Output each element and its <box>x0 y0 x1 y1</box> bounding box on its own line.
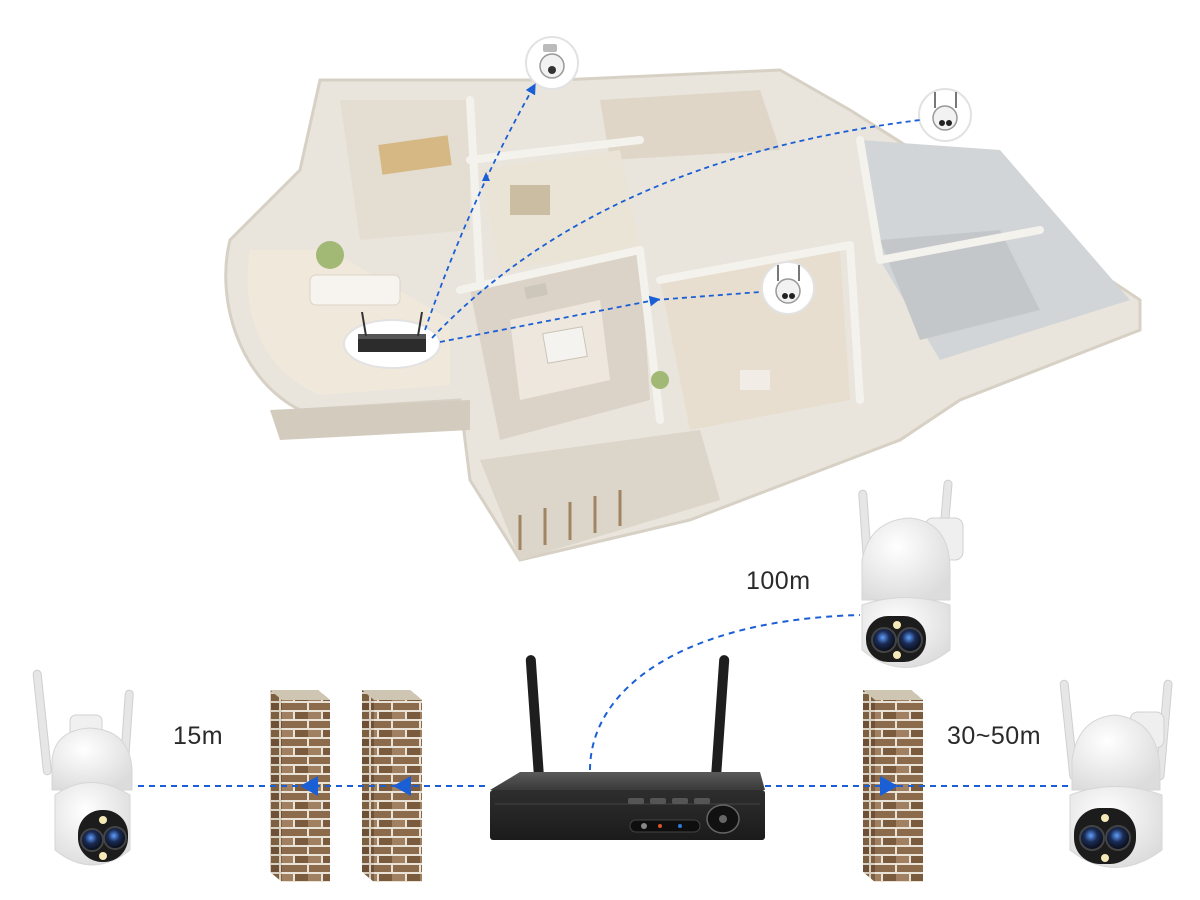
brick-wall-1 <box>270 690 330 882</box>
nvr-recorder-icon <box>490 655 765 840</box>
ptz-camera-top <box>858 479 964 668</box>
ptz-camera-right <box>1059 679 1173 868</box>
floor-camera-icon-2 <box>918 88 972 142</box>
floor-camera-icon-1 <box>525 36 579 90</box>
distance-label-right: 30~50m <box>947 722 1042 750</box>
distance-label-top: 100m <box>746 567 811 595</box>
signal-arrowheads <box>300 776 898 796</box>
floor-plan-illustration <box>224 68 1142 562</box>
ptz-camera-left <box>32 669 134 866</box>
floor-camera-icon-3 <box>761 261 815 315</box>
brick-wall-2 <box>362 690 422 882</box>
floor-nvr-icon <box>343 311 441 369</box>
distance-label-left: 15m <box>173 722 224 750</box>
floor-signal-paths <box>424 83 921 343</box>
